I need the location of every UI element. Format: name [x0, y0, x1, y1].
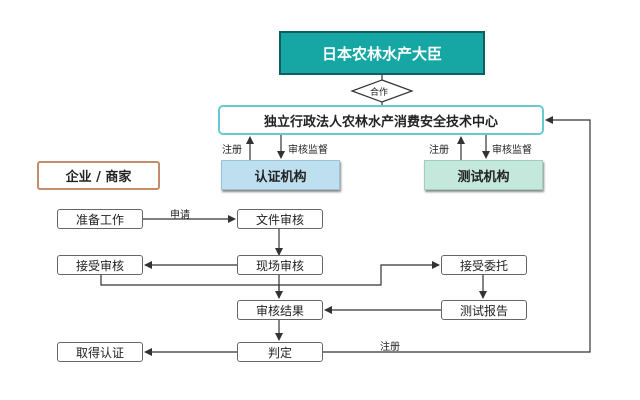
- step-review-result-label: 审核结果: [255, 303, 304, 318]
- center-org-label: 独立行政法人农林水产消费安全技术中心: [263, 114, 498, 130]
- step-onsite-review-label: 现场审核: [255, 258, 304, 273]
- cooperation-label: 合作: [370, 88, 389, 98]
- accept-to-result-arrow: [100, 275, 283, 299]
- top-org-label: 日本农林水产大臣: [321, 44, 442, 63]
- step-judgement: 判定: [237, 342, 323, 362]
- step-obtain-cert-label: 取得认证: [75, 345, 124, 360]
- register-label: 注册: [380, 342, 400, 353]
- step-prepare-label: 准备工作: [75, 212, 124, 227]
- step-test-report: 测试报告: [441, 300, 527, 320]
- top-org-box: 日本农林水产大臣: [279, 31, 485, 75]
- step-accept-review-label: 接受审核: [75, 258, 124, 273]
- test-register-label: 注册: [429, 145, 449, 156]
- step-doc-review: 文件审核: [237, 209, 323, 229]
- step-test-report-label: 测试报告: [459, 303, 508, 318]
- step-doc-review-label: 文件审核: [255, 212, 304, 227]
- cert-body-label: 认证机构: [254, 169, 307, 185]
- business-box: 企业 / 商家: [37, 161, 160, 190]
- cert-body-box: 认证机构: [221, 160, 340, 190]
- business-label: 企业 / 商家: [65, 170, 132, 185]
- apply-label: 申请: [170, 210, 190, 221]
- step-accept-commission-label: 接受委托: [459, 258, 508, 273]
- cert-register-label: 注册: [222, 145, 242, 156]
- cert-supervise-label: 审核监督: [288, 145, 328, 156]
- step-review-result: 审核结果: [237, 300, 323, 320]
- center-org-box: 独立行政法人农林水产消费安全技术中心: [218, 105, 544, 135]
- register-loop-arrow: [323, 116, 591, 353]
- to-commission-arrow: [279, 261, 440, 286]
- test-body-label: 测试机构: [457, 169, 510, 185]
- step-prepare: 准备工作: [57, 209, 143, 229]
- step-accept-commission: 接受委托: [441, 255, 527, 275]
- test-body-box: 测试机构: [424, 160, 543, 190]
- step-judgement-label: 判定: [267, 345, 292, 360]
- test-supervise-label: 审核监督: [492, 145, 532, 156]
- step-onsite-review: 现场审核: [237, 255, 323, 275]
- step-accept-review: 接受审核: [57, 255, 143, 275]
- step-obtain-cert: 取得认证: [57, 342, 143, 362]
